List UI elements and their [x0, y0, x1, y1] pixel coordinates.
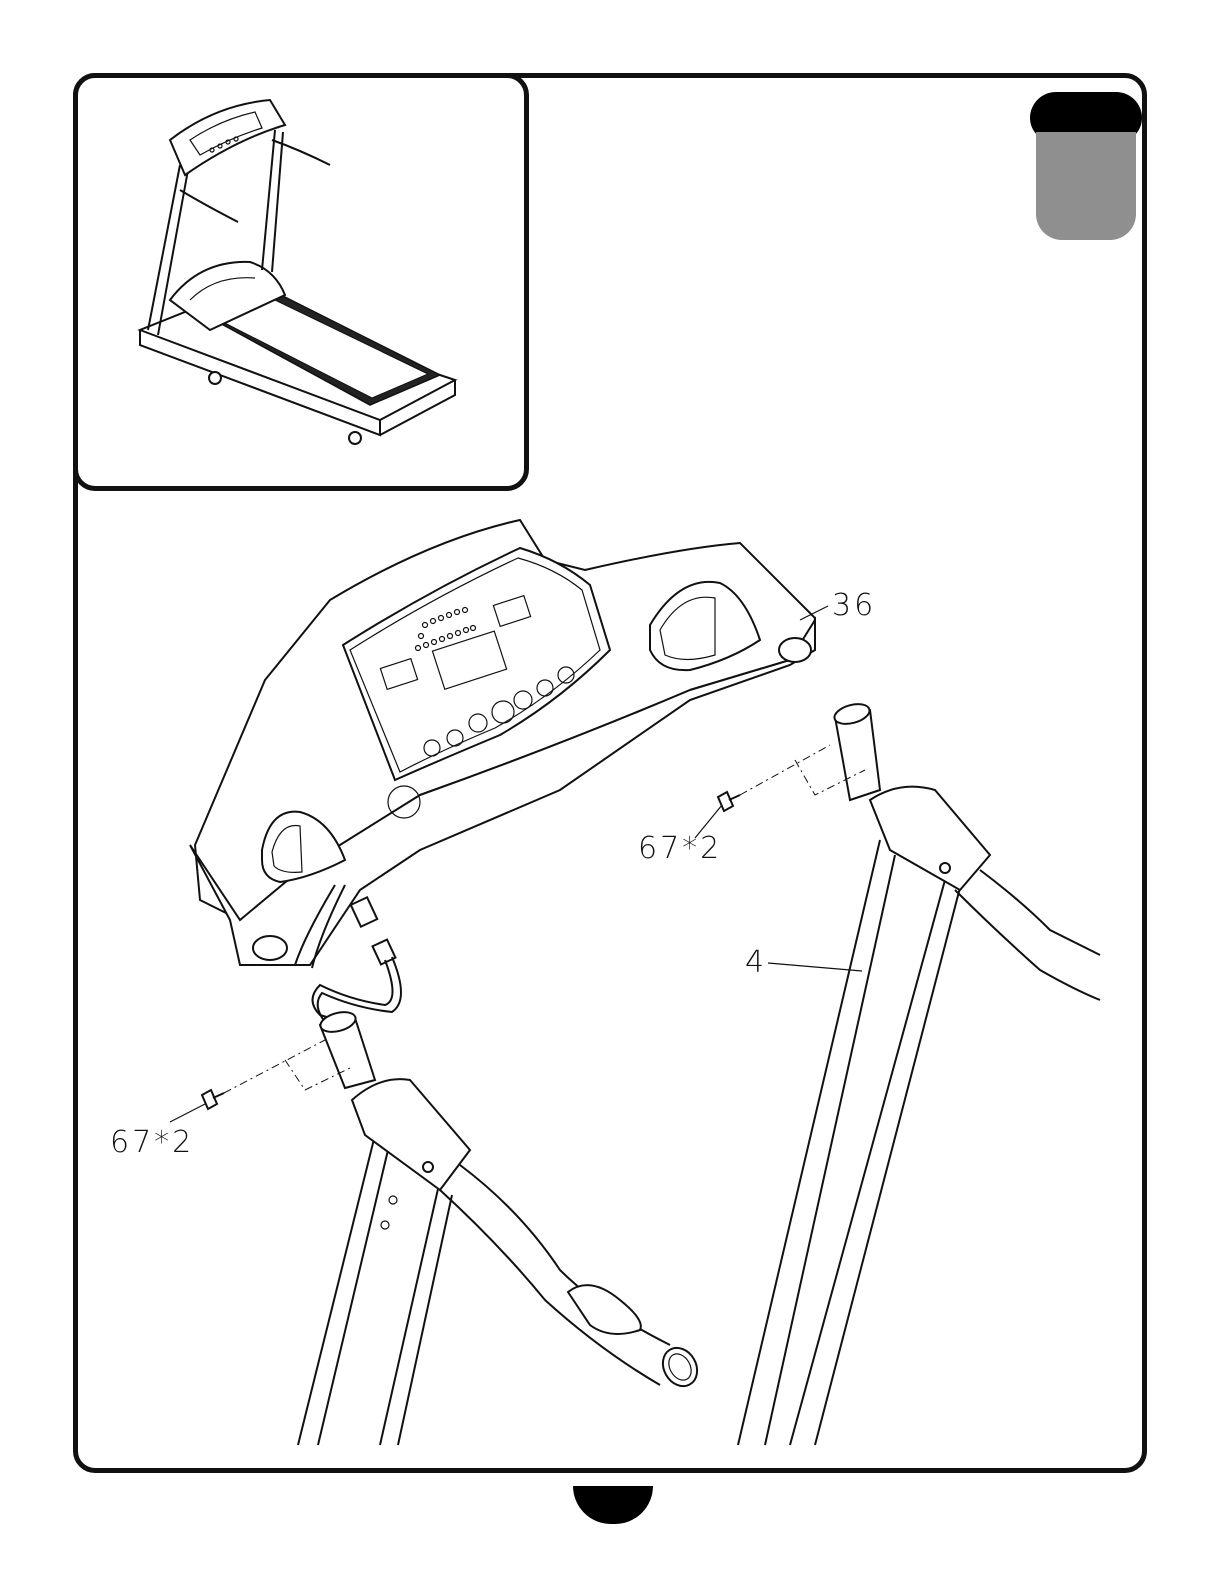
step-tab-body: [1036, 132, 1136, 240]
label-part-36: 36: [832, 588, 876, 623]
overview-inset: [73, 73, 529, 491]
bolt-left: [202, 1090, 224, 1109]
left-upright-tube: [298, 1009, 704, 1445]
bolt-right: [718, 792, 740, 811]
label-part-4: 4: [745, 945, 767, 980]
step-tab: [1030, 92, 1142, 240]
label-part-67-left: 67*2: [110, 1125, 194, 1160]
right-upright-tube: [738, 701, 1100, 1445]
label-part-67-right: 67*2: [638, 831, 722, 866]
console-assembly: [190, 520, 815, 965]
treadmill-overview-illustration: [78, 78, 524, 486]
